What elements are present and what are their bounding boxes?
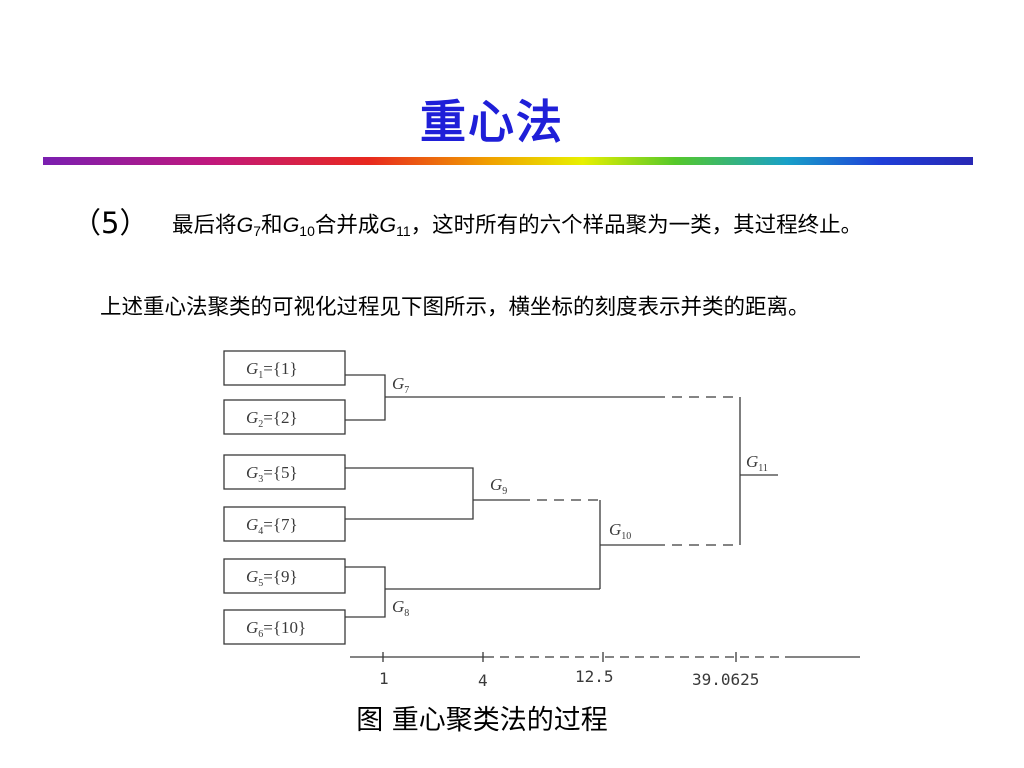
axis-label-4: 4: [478, 671, 488, 690]
axis-label-12-5: 12.5: [575, 667, 614, 686]
step-marker: （5）: [72, 206, 149, 240]
leaf-box-g5: [223, 558, 346, 594]
leaf-box-g6: [223, 609, 346, 645]
leaf-box-g4: [223, 506, 346, 542]
leaf-box-g2: [223, 399, 346, 435]
branch-g8: [345, 566, 600, 618]
g11-symbol: G: [379, 213, 397, 237]
paragraph-merge-final: 最后将G7和G10合并成G11，这时所有的六个样品聚为一类，其过程终止。: [172, 213, 863, 239]
leaf-label-g5: G5={9}: [246, 567, 298, 589]
merge-label-g10: G10: [609, 520, 631, 542]
figure-caption: 图 重心聚类法的过程: [356, 705, 608, 736]
merge-label-g9: G9: [490, 475, 507, 497]
g10-symbol: G: [282, 213, 300, 237]
leaf-box-g3: [223, 454, 346, 490]
leaf-label-g6: G6={10}: [246, 618, 306, 640]
g7-symbol: G: [236, 213, 254, 237]
merge-label-g11: G11: [746, 452, 768, 474]
leaf-label-g2: G2={2}: [246, 408, 298, 430]
leaf-box-g1: [223, 350, 346, 386]
paragraph-description: 上述重心法聚类的可视化过程见下图所示，横坐标的刻度表示并类的距离。: [100, 295, 810, 320]
axis-label-1: 1: [379, 669, 389, 688]
branch-g9: [345, 467, 520, 520]
leaf-label-g3: G3={5}: [246, 463, 298, 485]
branch-g7: [345, 374, 655, 421]
branch-g11: [739, 397, 778, 545]
branch-g10: [599, 500, 655, 589]
merge-label-g7: G7: [392, 374, 409, 396]
title-divider: [43, 157, 973, 165]
merge-label-g8: G8: [392, 597, 409, 619]
leaf-label-g1: G1={1}: [246, 359, 298, 381]
slide-title: 重心法: [420, 95, 564, 149]
leaf-label-g4: G4={7}: [246, 515, 298, 537]
axis-label-39-0625: 39.0625: [692, 670, 759, 689]
